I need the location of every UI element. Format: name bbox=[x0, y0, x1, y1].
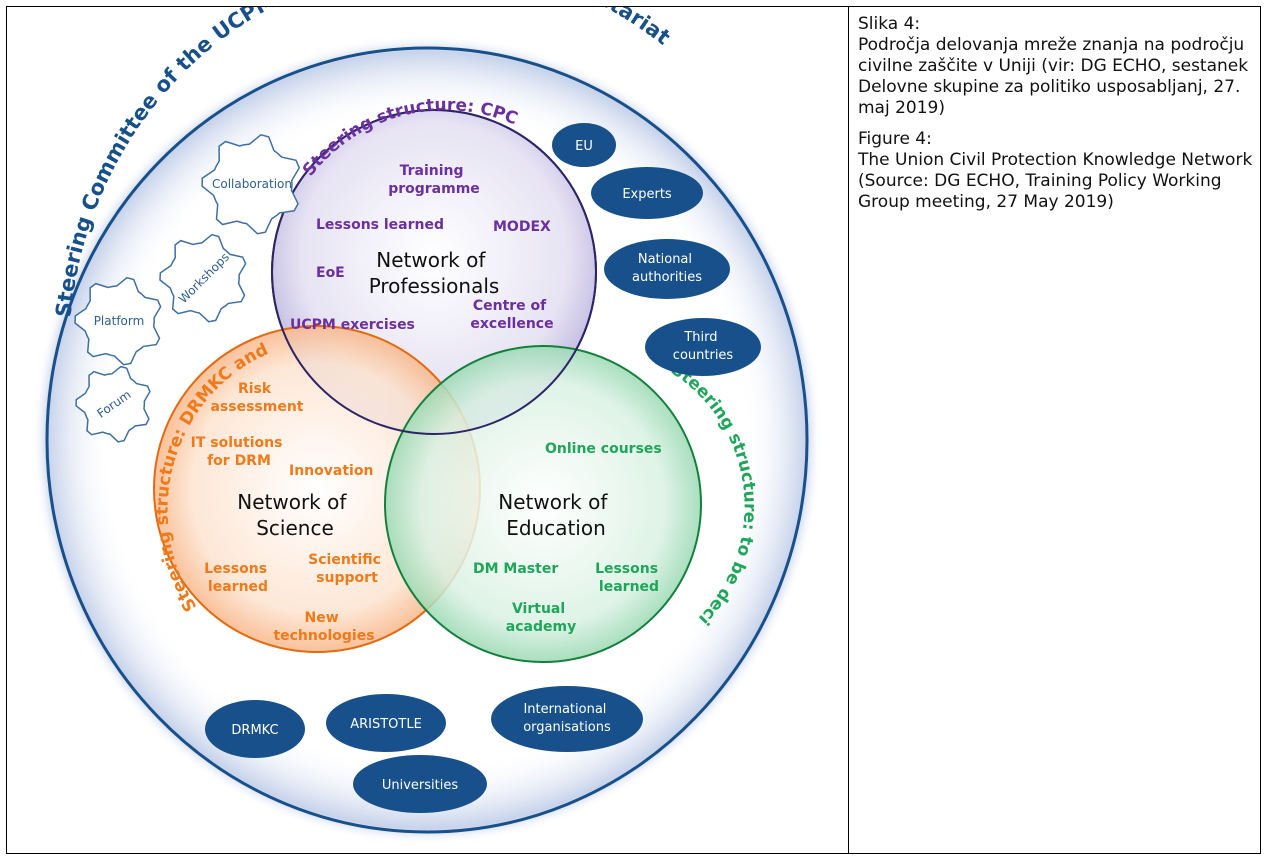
pill-universities: Universities bbox=[353, 755, 487, 813]
gear-collaboration: Collaboration bbox=[201, 133, 301, 235]
pill-third-countries: Third countries bbox=[645, 318, 761, 376]
svg-text:Experts: Experts bbox=[622, 187, 672, 202]
professionals-item-exercises: UCPM exercises bbox=[290, 317, 415, 333]
figure-caption: Slika 4: Področja delovanja mreže znanja… bbox=[858, 14, 1258, 223]
professionals-item-coe: Centre of excellence bbox=[470, 298, 553, 332]
professionals-title: Network of Professionals bbox=[369, 248, 500, 298]
svg-text:Third countries: Third countries bbox=[673, 330, 734, 363]
caption-slovene-text: Področja delovanja mreže znanja na podro… bbox=[858, 35, 1249, 118]
science-item-support: Scientific support bbox=[308, 552, 386, 586]
svg-text:International organisati: International organisations bbox=[523, 702, 611, 735]
professionals-item-modex: MODEX bbox=[493, 219, 551, 235]
figure-table-border bbox=[6, 6, 1261, 854]
science-item-risk: Risk assessment bbox=[210, 381, 303, 415]
education-item-lessons: Lessons learned bbox=[595, 561, 663, 595]
caption-english-label: Figure 4: bbox=[858, 129, 932, 149]
column-divider bbox=[848, 6, 849, 854]
pill-aristotle: ARISTOTLE bbox=[326, 694, 446, 752]
science-title: Network of Science bbox=[237, 490, 353, 540]
education-item-master: DM Master bbox=[473, 561, 558, 577]
gear-workshops: Workshops bbox=[159, 233, 247, 323]
gear-icon bbox=[74, 276, 162, 366]
knowledge-network-diagram: Steering Committee of the UCPM Knowledge… bbox=[0, 0, 847, 853]
caption-slovene: Slika 4: Področja delovanja mreže znanja… bbox=[858, 14, 1258, 119]
caption-english-text: The Union Civil Protection Knowledge Net… bbox=[858, 150, 1253, 212]
pill-national-authorities: National authorities bbox=[604, 239, 730, 299]
pill-experts: Experts bbox=[591, 167, 703, 219]
caption-slovene-label: Slika 4: bbox=[858, 14, 921, 34]
svg-text:National authorities: National authorities bbox=[632, 252, 702, 285]
svg-text:ARISTOTLE: ARISTOTLE bbox=[350, 717, 422, 732]
science-item-tech: New technologies bbox=[273, 610, 374, 644]
gear-label: Collaboration bbox=[212, 177, 292, 191]
gear-icon bbox=[75, 365, 151, 443]
svg-text:DRMKC: DRMKC bbox=[231, 723, 278, 738]
education-title: Network of Education bbox=[498, 490, 614, 540]
gear-label: Platform bbox=[94, 314, 145, 328]
pill-eu: EU bbox=[552, 123, 616, 167]
svg-text:EU: EU bbox=[575, 139, 593, 154]
professionals-item-training: Training programme bbox=[388, 163, 480, 197]
professionals-item-eoe: EoE bbox=[316, 265, 345, 281]
science-item-lessons: Lessons learned bbox=[204, 561, 272, 595]
svg-text:Universities: Universities bbox=[382, 778, 458, 793]
education-item-virtual: Virtual academy bbox=[506, 601, 576, 635]
science-item-it: IT solutions for DRM bbox=[191, 435, 288, 469]
circle-professionals-outline bbox=[271, 109, 597, 435]
caption-english: Figure 4: The Union Civil Protection Kno… bbox=[858, 129, 1258, 213]
gear-icon bbox=[201, 133, 301, 235]
pill-international-organisations: International organisations bbox=[491, 686, 643, 752]
pill-drmkc: DRMKC bbox=[205, 700, 305, 758]
gear-platform: Platform bbox=[74, 276, 162, 366]
education-item-online: Online courses bbox=[545, 441, 662, 457]
science-item-innovation: Innovation bbox=[289, 463, 373, 479]
gear-icon bbox=[159, 233, 247, 323]
professionals-item-lessons: Lessons learned bbox=[316, 217, 444, 233]
gear-forum: Forum bbox=[75, 365, 151, 443]
outer-ring bbox=[45, 46, 809, 834]
circle-education bbox=[384, 345, 702, 663]
